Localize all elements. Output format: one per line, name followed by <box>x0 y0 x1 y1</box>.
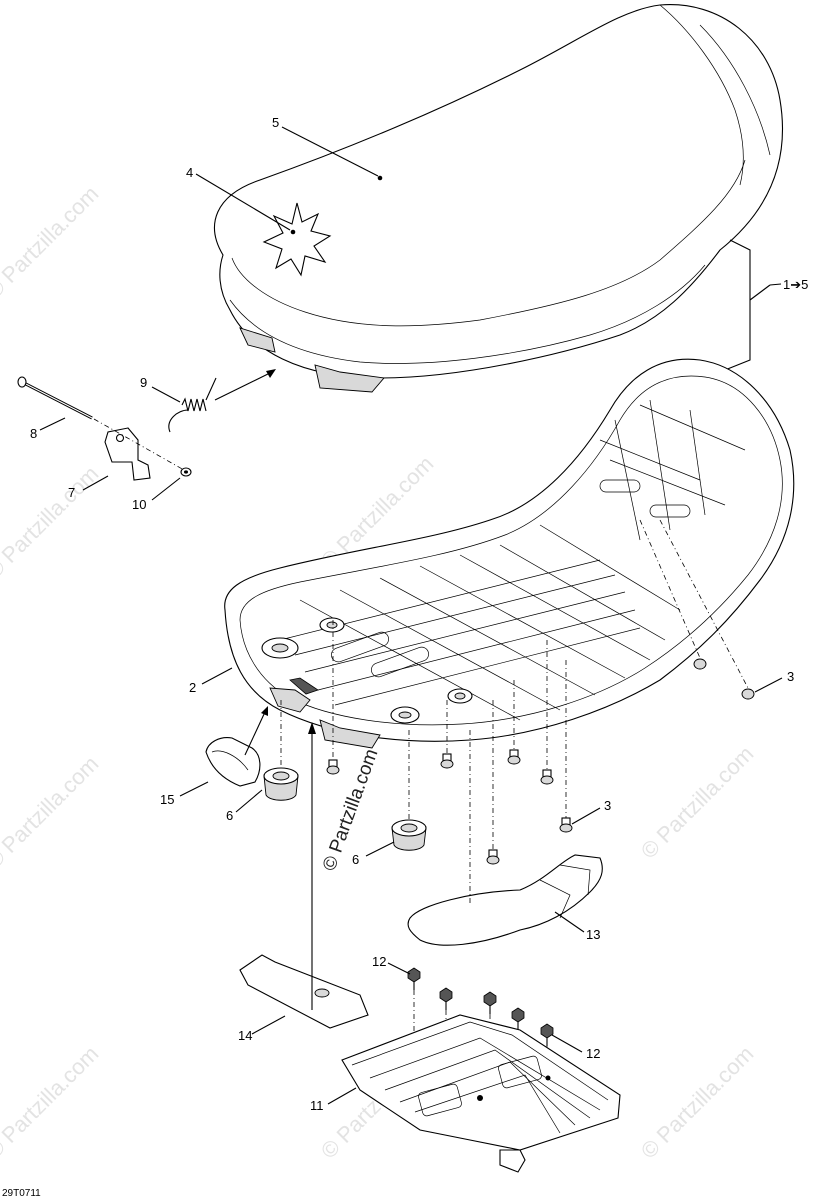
watermark: © Partzilla.com <box>0 751 103 874</box>
push-rivets <box>326 519 755 865</box>
star-decal <box>262 202 332 277</box>
seat-base <box>224 358 795 749</box>
callout-6-left: 6 <box>226 808 233 823</box>
end-cap <box>205 706 268 787</box>
skid-plate <box>341 1014 621 1173</box>
callout-2: 2 <box>189 680 196 695</box>
callout-13: 13 <box>586 927 600 942</box>
protector-pad <box>407 730 603 946</box>
callout-9: 9 <box>140 375 147 390</box>
callout-7: 7 <box>68 485 75 500</box>
callouts: 5 4 1➔5 9 8 7 10 2 3 3 15 6 6 13 12 12 1… <box>30 115 808 1113</box>
rubber-dampers <box>263 700 427 851</box>
callout-3-top: 3 <box>787 669 794 684</box>
callout-12-bottom: 12 <box>586 1046 600 1061</box>
seat-cover <box>214 4 783 393</box>
callout-12-top: 12 <box>372 954 386 969</box>
seat-bracket <box>239 722 369 1029</box>
callout-4: 4 <box>186 165 193 180</box>
callout-3-bottom: 3 <box>604 798 611 813</box>
watermark: © Partzilla.com <box>636 1041 759 1164</box>
latch-hardware <box>17 369 276 481</box>
callout-10: 10 <box>132 497 146 512</box>
callout-14: 14 <box>238 1028 252 1043</box>
callout-8: 8 <box>30 426 37 441</box>
watermark: © Partzilla.com <box>0 461 103 584</box>
bracket-1-5 <box>719 239 771 373</box>
watermark: © Partzilla.com <box>0 181 103 304</box>
watermark: © Partzilla.com <box>0 1041 103 1164</box>
callout-6-right: 6 <box>352 852 359 867</box>
drawing-code: 29T0711 <box>2 1188 41 1199</box>
callout-5: 5 <box>272 115 279 130</box>
callout-1-5: 1➔5 <box>783 277 808 292</box>
callout-11: 11 <box>310 1098 324 1113</box>
leader-lines <box>39 126 783 1105</box>
watermark: © Partzilla.com <box>636 741 759 864</box>
callout-15: 15 <box>160 792 174 807</box>
